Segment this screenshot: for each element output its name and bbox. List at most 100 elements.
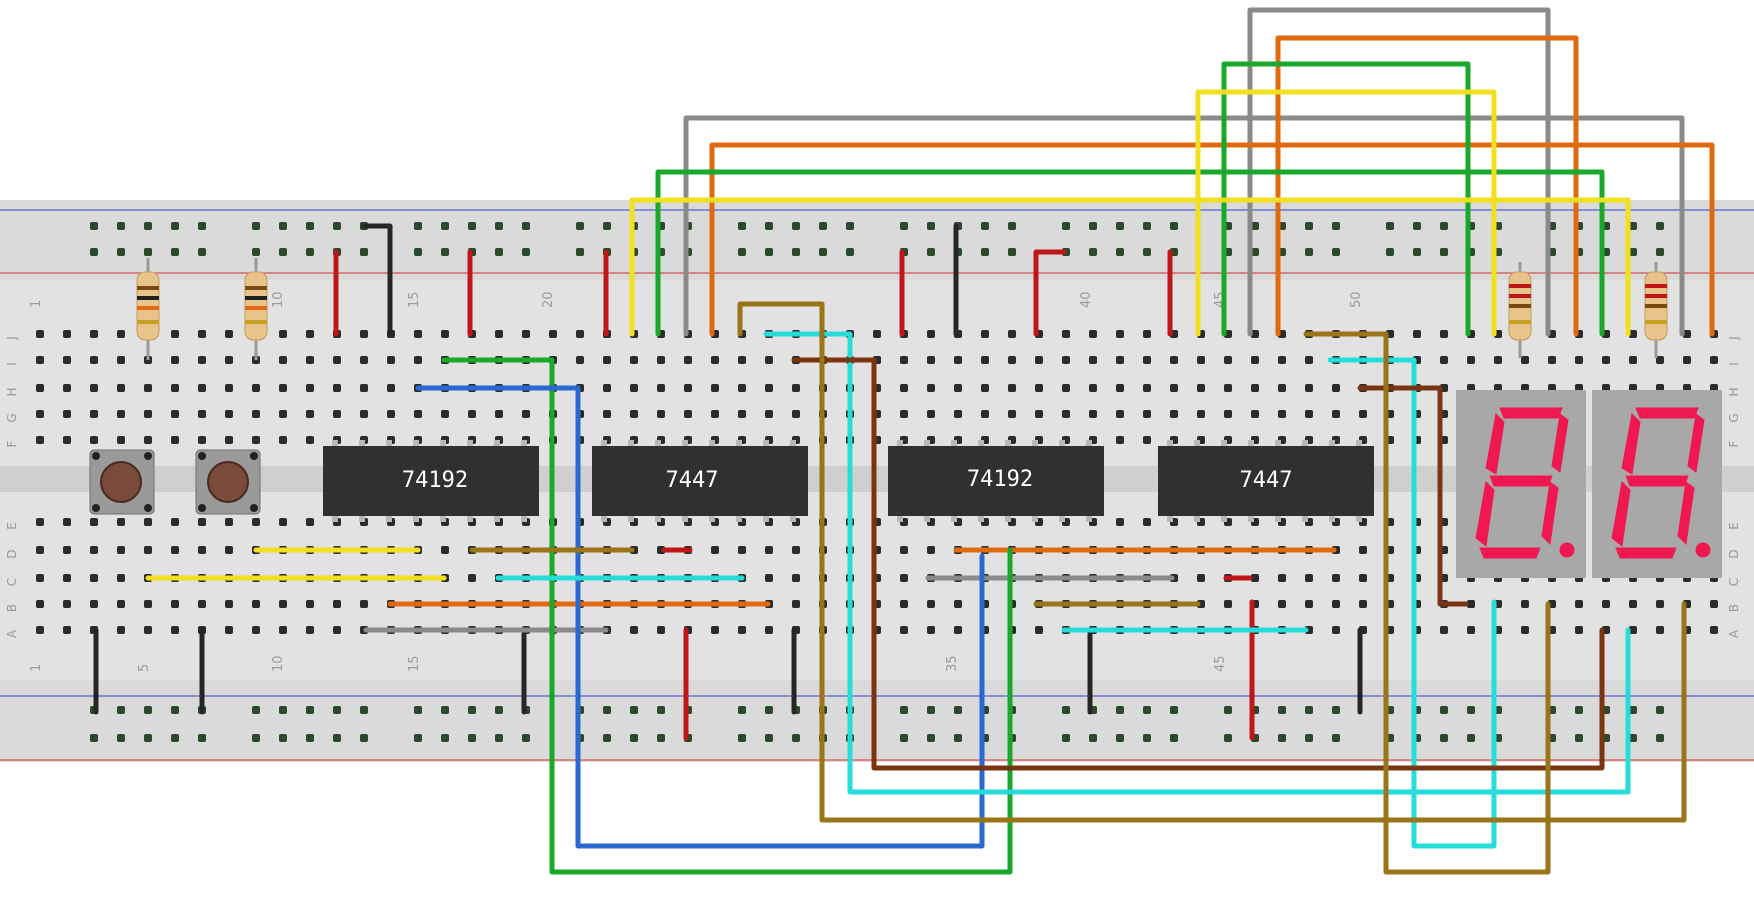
breadboard-hole bbox=[90, 734, 98, 742]
breadboard-hole bbox=[765, 574, 773, 582]
chip-pin bbox=[467, 516, 473, 522]
olive-wires bbox=[469, 301, 1687, 875]
breadboard-hole bbox=[225, 546, 233, 554]
breadboard-hole bbox=[1197, 410, 1205, 418]
breadboard-hole bbox=[900, 706, 908, 714]
breadboard-hole bbox=[1143, 384, 1151, 392]
chip-pin bbox=[1302, 516, 1308, 522]
breadboard-hole bbox=[603, 222, 611, 230]
breadboard-hole bbox=[1143, 410, 1151, 418]
breadboard-hole bbox=[171, 706, 179, 714]
breadboard-hole bbox=[657, 410, 665, 418]
row-letter: J bbox=[1727, 336, 1741, 341]
breadboard-hole bbox=[1305, 574, 1313, 582]
breadboard-hole bbox=[198, 222, 206, 230]
breadboard-hole bbox=[630, 410, 638, 418]
breadboard-hole bbox=[981, 384, 989, 392]
chip-pin bbox=[682, 440, 688, 446]
breadboard-hole bbox=[1575, 356, 1583, 364]
black-wires bbox=[93, 223, 1363, 715]
row-letter: F bbox=[5, 440, 19, 447]
chip-label: 7447 bbox=[1240, 468, 1293, 493]
breadboard-hole bbox=[711, 356, 719, 364]
chip-pin bbox=[897, 516, 903, 522]
chip-pin bbox=[951, 516, 957, 522]
breadboard-hole bbox=[441, 734, 449, 742]
breadboard-hole bbox=[1035, 384, 1043, 392]
breadboard-hole bbox=[711, 626, 719, 634]
breadboard-hole bbox=[900, 356, 908, 364]
chip-pin bbox=[655, 440, 661, 446]
breadboard-hole bbox=[900, 600, 908, 608]
breadboard-hole bbox=[1710, 356, 1718, 364]
breadboard-hole bbox=[711, 546, 719, 554]
breadboard-hole bbox=[1575, 734, 1583, 742]
row-letter: J bbox=[5, 336, 19, 341]
breadboard-hole bbox=[1359, 574, 1367, 582]
breadboard-hole bbox=[1116, 330, 1124, 338]
breadboard-hole bbox=[1116, 248, 1124, 256]
breadboard-hole bbox=[711, 384, 719, 392]
breadboard-hole bbox=[1035, 356, 1043, 364]
breadboard-hole bbox=[1008, 248, 1016, 256]
breadboard-hole bbox=[171, 410, 179, 418]
chip-pin bbox=[709, 440, 715, 446]
red-wires bbox=[333, 249, 1255, 741]
breadboard-hole bbox=[1143, 222, 1151, 230]
breadboard-hole bbox=[198, 248, 206, 256]
breadboard-hole bbox=[252, 518, 260, 526]
breadboard-hole bbox=[1035, 626, 1043, 634]
breadboard-hole bbox=[603, 356, 611, 364]
breadboard-hole bbox=[495, 330, 503, 338]
row-letter: A bbox=[1727, 629, 1741, 638]
breadboard-hole bbox=[1224, 410, 1232, 418]
resistor-2 bbox=[244, 258, 268, 360]
breadboard-hole bbox=[603, 384, 611, 392]
chip-pin bbox=[682, 516, 688, 522]
breadboard-hole bbox=[1143, 248, 1151, 256]
row-letter: I bbox=[1727, 362, 1741, 366]
breadboard-hole bbox=[873, 330, 881, 338]
breadboard-hole bbox=[1089, 410, 1097, 418]
breadboard-hole bbox=[279, 222, 287, 230]
breadboard-hole bbox=[1332, 222, 1340, 230]
breadboard-hole bbox=[63, 600, 71, 608]
breadboard-hole bbox=[144, 600, 152, 608]
breadboard-hole bbox=[225, 330, 233, 338]
pushbutton-1[interactable] bbox=[89, 449, 155, 515]
breadboard-hole bbox=[900, 384, 908, 392]
chip-pin bbox=[1275, 516, 1281, 522]
breadboard-hole bbox=[333, 356, 341, 364]
breadboard-hole bbox=[1170, 706, 1178, 714]
breadboard-hole bbox=[765, 222, 773, 230]
breadboard-hole bbox=[738, 222, 746, 230]
breadboard-hole bbox=[954, 384, 962, 392]
breadboard-hole bbox=[1251, 384, 1259, 392]
breadboard-hole bbox=[1332, 600, 1340, 608]
chip-pin bbox=[494, 440, 500, 446]
breadboard-hole bbox=[306, 706, 314, 714]
breadboard-hole bbox=[414, 330, 422, 338]
breadboard-hole bbox=[1332, 384, 1340, 392]
chip-pin bbox=[1032, 516, 1038, 522]
chip-pin bbox=[897, 440, 903, 446]
breadboard-hole bbox=[603, 706, 611, 714]
breadboard-hole bbox=[1548, 356, 1556, 364]
breadboard-hole bbox=[171, 384, 179, 392]
breadboard-hole bbox=[1305, 734, 1313, 742]
breadboard-hole bbox=[441, 330, 449, 338]
breadboard-hole bbox=[360, 356, 368, 364]
breadboard-hole bbox=[198, 600, 206, 608]
resistor-4 bbox=[1644, 262, 1668, 358]
seven-segment-display-2 bbox=[1592, 390, 1722, 578]
breadboard-hole bbox=[522, 222, 530, 230]
breadboard-hole bbox=[441, 248, 449, 256]
breadboard-hole bbox=[657, 384, 665, 392]
breadboard-hole bbox=[1197, 356, 1205, 364]
breadboard-hole bbox=[63, 574, 71, 582]
breadboard-hole bbox=[117, 384, 125, 392]
breadboard-hole bbox=[36, 518, 44, 526]
pushbutton-2[interactable] bbox=[195, 449, 261, 515]
breadboard-hole bbox=[1413, 248, 1421, 256]
breadboard-hole bbox=[252, 222, 260, 230]
